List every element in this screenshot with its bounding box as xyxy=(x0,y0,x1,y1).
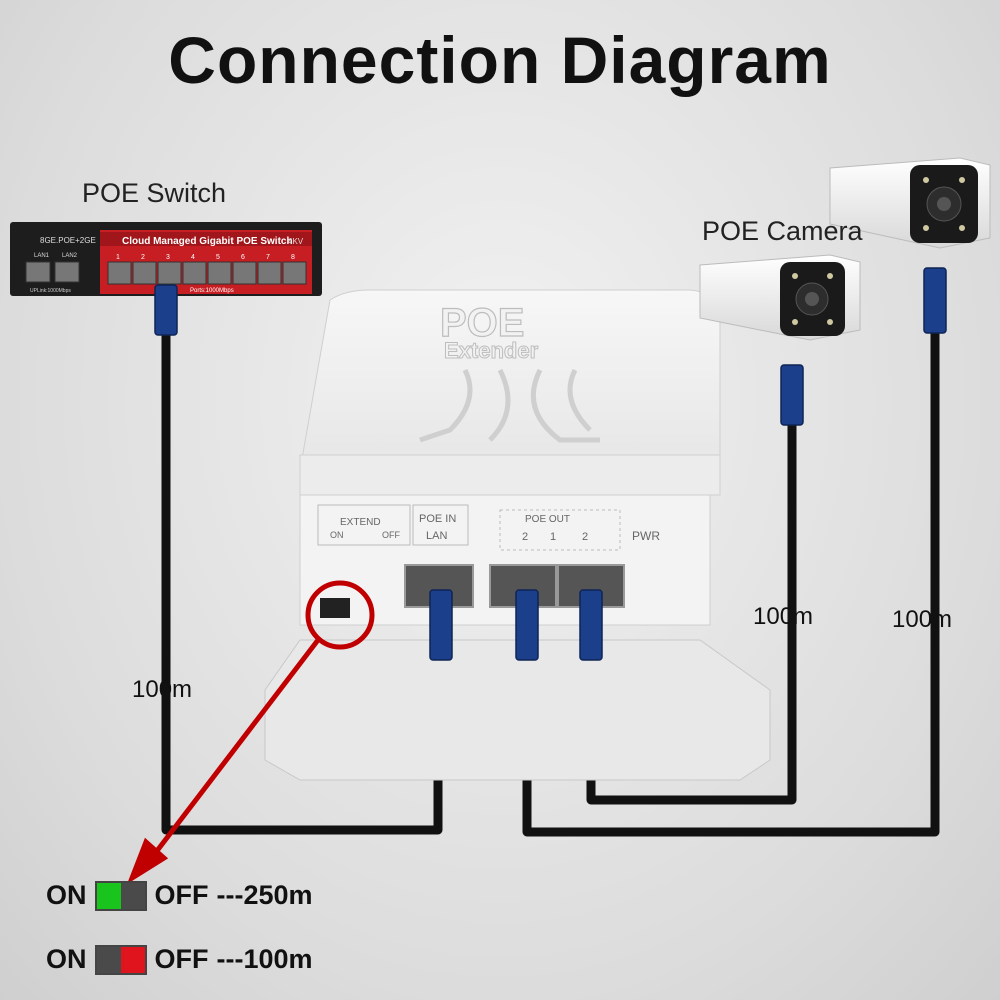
switch-port-number: 3 xyxy=(166,254,170,261)
switch-rating-text: 4KV xyxy=(288,237,304,246)
switch-port-numbers: 1 2 3 4 5 6 7 8 xyxy=(116,254,295,261)
poe-out-label-text: POE OUT xyxy=(525,514,570,525)
switch-port-number: 1 xyxy=(116,254,120,261)
legend-on-text: ON xyxy=(46,880,87,910)
extend-switch-off-icon xyxy=(94,944,147,975)
switch-ports-note-text: Ports:1000Mbps xyxy=(190,288,234,294)
legend-on-text: ON xyxy=(46,944,87,974)
switch-lan1-text: LAN1 xyxy=(34,253,50,259)
poe-switch-label: POE Switch xyxy=(82,178,227,208)
rj45-connectors xyxy=(154,267,947,661)
legend-off-text: OFF xyxy=(154,880,209,910)
switch-right-half xyxy=(120,946,145,973)
switch-port-number: 4 xyxy=(191,254,195,261)
switch-model-text: 8GE.POE+2GE xyxy=(40,236,96,245)
legend-off-text: OFF xyxy=(154,944,209,974)
distance-switch-extender: 100m xyxy=(132,676,193,703)
out-port-1-text: 1 xyxy=(550,531,556,543)
legend-result-text: ---250m xyxy=(216,880,313,910)
distance-camera2: 100m xyxy=(892,606,953,633)
lan-label-text: LAN xyxy=(426,530,447,542)
switch-right-half xyxy=(120,882,145,909)
extend-off-text: OFF xyxy=(382,530,400,540)
poe-camera-1 xyxy=(699,254,861,341)
extend-switch-on-icon xyxy=(94,880,147,911)
poe-camera-2 xyxy=(829,157,991,249)
switch-callout-arrow xyxy=(126,580,375,885)
switch-port-number: 6 xyxy=(241,254,245,261)
extend-label-text: EXTEND xyxy=(340,517,381,528)
legend-row-250m: ON OFF ---250m xyxy=(46,880,313,911)
switch-left-half xyxy=(96,946,121,973)
out-port-2-text-a: 2 xyxy=(522,531,528,543)
extender-title-text: POE xyxy=(440,301,524,345)
legend-row-100m: ON OFF ---100m xyxy=(46,944,313,975)
poe-camera-label: POE Camera xyxy=(702,216,863,246)
switch-left-half xyxy=(96,882,121,909)
switch-lan2-text: LAN2 xyxy=(62,253,78,259)
extender-subtitle-text: Extender xyxy=(444,338,539,363)
extend-on-text: ON xyxy=(330,530,344,540)
switch-port-number: 2 xyxy=(141,254,145,261)
switch-port-number: 5 xyxy=(216,254,220,261)
distance-camera1: 100m xyxy=(753,603,814,630)
switch-port-number: 7 xyxy=(266,254,270,261)
poe-switch xyxy=(10,222,322,296)
poe-in-label-text: POE IN xyxy=(419,513,456,525)
legend-result-text: ---100m xyxy=(216,944,313,974)
switch-port-number: 8 xyxy=(291,254,295,261)
out-port-2-text: 2 xyxy=(582,531,588,543)
switch-banner-text: Cloud Managed Gigabit POE Switch xyxy=(122,236,293,247)
switch-uplink-text: UPLink:1000Mbps xyxy=(30,288,71,294)
pwr-label-text: PWR xyxy=(632,529,660,543)
page-title: Connection Diagram xyxy=(168,23,832,97)
